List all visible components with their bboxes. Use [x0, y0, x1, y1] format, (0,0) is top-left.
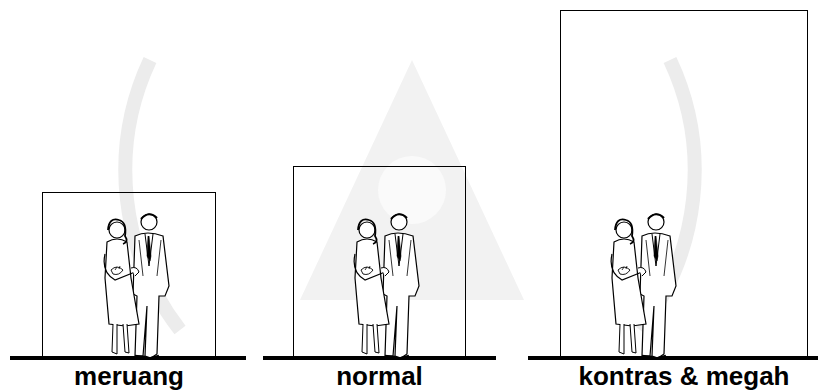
space-frame: kontras & megah [560, 10, 808, 358]
couple-figure [104, 214, 169, 358]
caption-label: normal [336, 363, 423, 389]
caption-label: meruang [74, 363, 184, 389]
couple-figure [354, 214, 419, 358]
space-frame: normal [293, 166, 466, 358]
ground-line [10, 356, 818, 360]
couple-figure [611, 214, 676, 358]
caption-label: kontras & megah [579, 363, 790, 389]
space-frame: meruang [42, 192, 216, 358]
